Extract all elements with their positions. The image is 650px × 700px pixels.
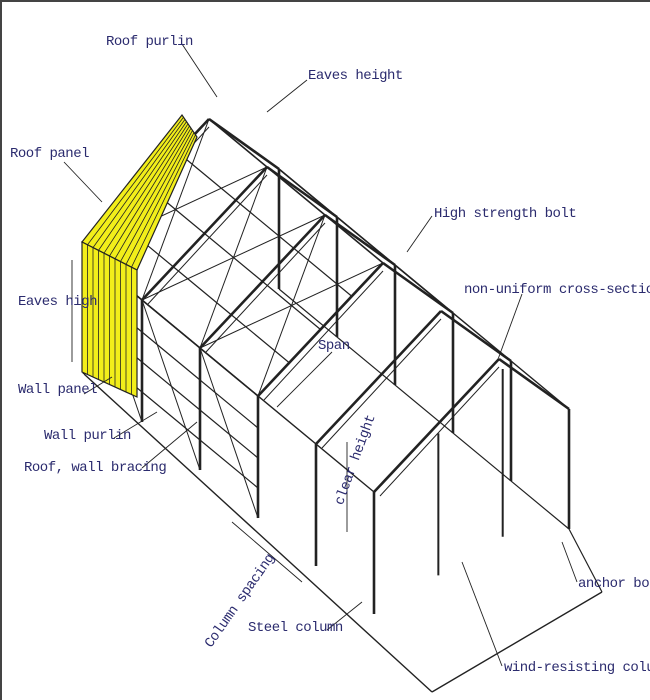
roof-panel-rib (114, 127, 192, 260)
portal-frame-inner-edge (263, 270, 384, 401)
leader-line (561, 541, 578, 583)
wall-bracing (199, 347, 259, 519)
portal-frame-inner-edge (321, 318, 442, 449)
eave-line (278, 168, 570, 410)
roof-bracing (199, 262, 384, 349)
roof-purlin (172, 266, 232, 316)
roof-bracing (141, 214, 326, 301)
leader-line (276, 351, 333, 408)
portal-frame-member (315, 310, 442, 445)
roof-purlin (230, 314, 290, 364)
roof-panel-rib (103, 123, 189, 254)
roof-panel (81, 113, 198, 271)
leader-line (496, 293, 523, 363)
leader-line (461, 561, 503, 667)
portal-frame-inner-edge (379, 366, 500, 497)
label-roof-purlin: Roof purlin (106, 34, 193, 50)
leader-line (141, 421, 198, 469)
wall-purlin (141, 331, 201, 381)
portal-frame-member (324, 213, 396, 267)
leader-line (83, 376, 113, 395)
portal-frame-member (373, 358, 500, 493)
ground-edge-front (431, 591, 603, 693)
portal-frame-inner-edge (205, 222, 326, 353)
leader-line (113, 411, 158, 439)
portal-frame-member (382, 261, 454, 315)
roof-purlin (235, 199, 295, 249)
roof-purlin (177, 151, 237, 201)
label-wall-purlin: Wall purlin (44, 428, 131, 444)
portal-frame-member (266, 165, 338, 219)
ground-edge-right (568, 528, 603, 593)
ground-edge-left (83, 373, 433, 693)
label-wall-panel: Wall panel (18, 382, 98, 398)
leader-line (63, 161, 103, 203)
portal-frame-inner-edge (147, 174, 268, 305)
wall-bracing (141, 299, 201, 471)
portal-frame-member (498, 357, 570, 411)
label-anchor-bolt: anchor bolt (578, 576, 650, 592)
label-eaves-height: Eaves height (308, 68, 403, 84)
wall-purlin (199, 379, 259, 429)
label-high-strength-bolt: High strength bolt (434, 206, 577, 222)
roof-panel-rib (131, 134, 196, 268)
ground-edge-back (278, 288, 570, 530)
label-steel-column: Steel column (248, 620, 343, 636)
wall-purlin (199, 439, 259, 489)
label-span: Span (318, 338, 350, 354)
roof-panel-rib (120, 130, 193, 262)
roof-panel-rib (125, 132, 195, 265)
leader-line (326, 601, 363, 631)
portal-frame-member (208, 117, 280, 171)
leader-line (266, 79, 308, 113)
leader-line (406, 215, 433, 253)
wall-purlin (141, 391, 201, 441)
roof-purlin (293, 247, 353, 297)
roof-purlin (208, 118, 268, 168)
roof-purlin (324, 214, 384, 264)
label-bracing: Roof, wall bracing (24, 460, 167, 476)
label-roof-panel: Roof panel (10, 146, 90, 162)
label-eaves-high: Eaves high (18, 294, 98, 310)
roof-panel-rib (98, 121, 187, 251)
roof-purlin (266, 166, 326, 216)
label-non-uniform-beam: non-uniform cross-section beam (464, 282, 650, 298)
roof-panel-rib (87, 116, 184, 246)
label-wind-resisting-column: wind-resisting column (504, 660, 650, 676)
leader-line (231, 521, 303, 583)
leader-line (181, 43, 218, 98)
roof-panel-rib (109, 125, 190, 257)
roof-panel-rib (92, 119, 186, 248)
